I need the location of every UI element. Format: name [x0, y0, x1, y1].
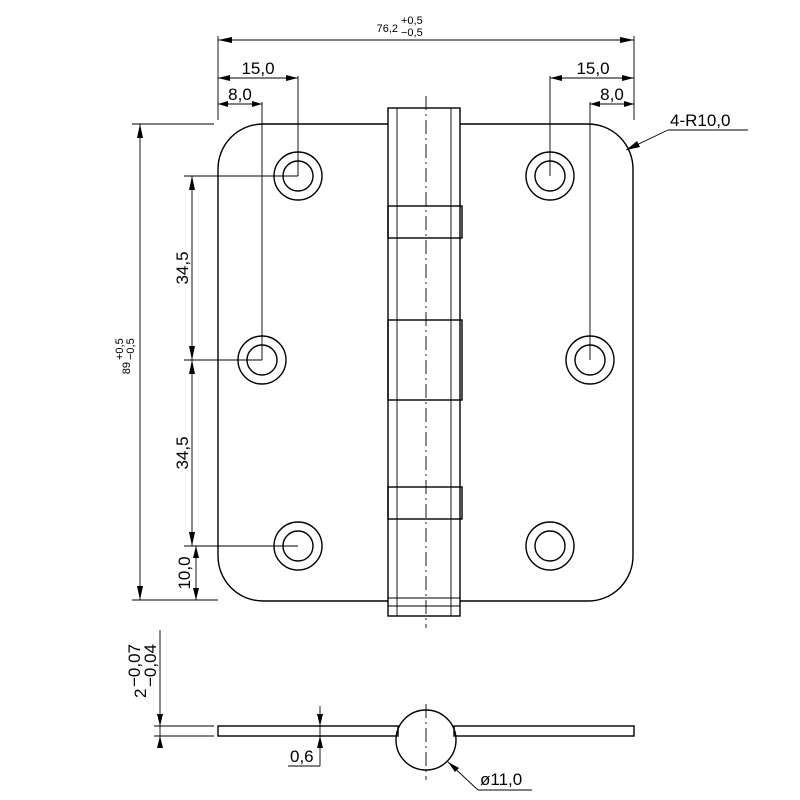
- hole-extension-lines: [132, 36, 635, 601]
- overall-height-value: 89: [121, 362, 133, 374]
- pin-gap-value: 0,6: [290, 747, 314, 766]
- corner-radius-value: 4-R10,0: [670, 111, 730, 130]
- front-view: 76,2 +0,5 −0,5 15,0 8,0 15,0 8,0: [114, 15, 748, 628]
- right-inner-offset: 8,0: [600, 85, 624, 104]
- left-inner-offset: 8,0: [228, 85, 252, 104]
- bottom-edge-offset: 10,0: [175, 556, 194, 589]
- overall-height-dimension: 89 +0,5 −0,5: [114, 124, 143, 600]
- hinge-outline: [217, 123, 634, 602]
- leaf-thickness-upper-tol: −0,07: [125, 644, 144, 687]
- side-view: 2 −0,07 −0,04 0,6 ø11,0: [125, 630, 635, 791]
- leaf-plate-left: [217, 725, 399, 737]
- overall-width-upper-tol: +0,5: [401, 15, 423, 27]
- hole-pitch-dimensions: 34,5 34,5 10,0: [173, 176, 199, 600]
- overall-width-lower-tol: −0,5: [401, 27, 423, 39]
- right-outer-offset: 15,0: [576, 59, 609, 78]
- knuckle-assembly: [387, 96, 463, 628]
- leaf-thickness-value: 2: [131, 689, 150, 698]
- overall-height-lower-tol: −0,5: [125, 338, 137, 360]
- overall-width-value: 76,2: [377, 23, 398, 35]
- right-hole-offset-dimensions: 15,0 8,0: [550, 59, 634, 107]
- leaf-plate-right: [453, 725, 635, 737]
- hole-pitch-lower: 34,5: [173, 436, 192, 469]
- hole-pitch-upper: 34,5: [173, 251, 192, 284]
- left-hole-offset-dimensions: 15,0 8,0: [218, 59, 298, 107]
- leaf-thickness-lower-tol: −0,04: [141, 644, 160, 687]
- left-outer-offset: 15,0: [241, 59, 274, 78]
- overall-width-dimension: 76,2 +0,5 −0,5: [218, 15, 634, 43]
- mounting-hole: [525, 521, 575, 571]
- overall-height-upper-tol: +0,5: [114, 338, 126, 360]
- knuckle-diameter-value: ø11,0: [480, 770, 522, 789]
- corner-radius-callout: 4-R10,0: [625, 111, 748, 151]
